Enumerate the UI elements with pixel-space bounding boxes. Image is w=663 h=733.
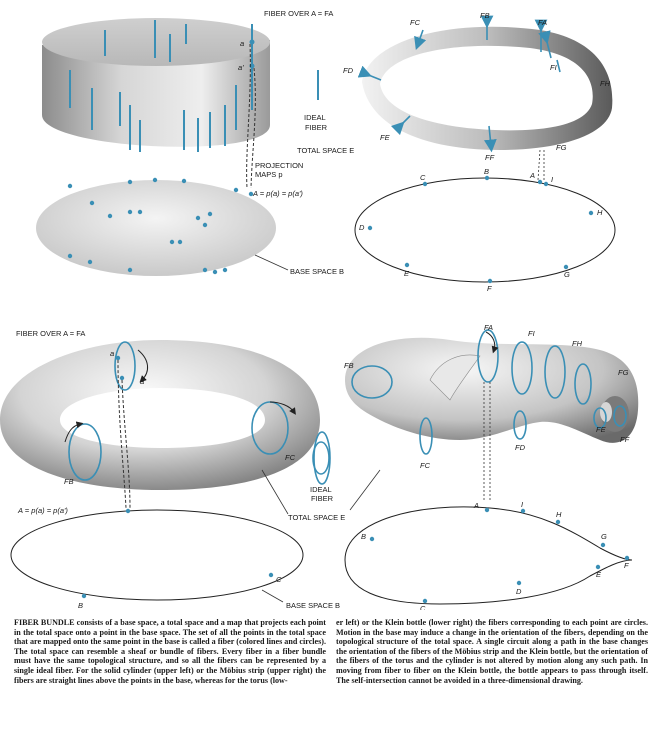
mobius-fiber-fc: FC xyxy=(410,18,421,27)
torus-surface xyxy=(0,340,320,490)
mobius-fiber-fb: FB xyxy=(480,11,490,20)
mobius-point-i: I xyxy=(551,175,553,184)
mobius-fiber-fg: FG xyxy=(556,143,567,152)
klein-fiber-fg: FG xyxy=(618,368,629,377)
klein-fiber-fe: FE xyxy=(596,425,607,434)
torus-fiber-fb: FB xyxy=(64,477,74,486)
klein-base-curve xyxy=(345,507,632,604)
mobius-band xyxy=(362,27,612,150)
mobius-point-h: H xyxy=(597,208,603,217)
torus-base-space-label: BASE SPACE B xyxy=(286,601,340,610)
klein-fiber-fh: FH xyxy=(572,339,583,348)
torus-base-c: C xyxy=(276,575,282,584)
base-space-ellipse xyxy=(36,180,276,276)
point-a-marker xyxy=(250,40,255,45)
mobius-point-b: B xyxy=(484,167,489,176)
torus-base-ellipse xyxy=(11,510,303,600)
klein-point-b: B xyxy=(361,532,366,541)
mobius-point-c: C xyxy=(420,173,426,182)
mobius-point-g: G xyxy=(564,270,570,279)
torus-base-b: B xyxy=(78,601,83,610)
klein-fiber-fb: FB xyxy=(344,361,354,370)
base-space-label: BASE SPACE B xyxy=(290,267,344,276)
total-space-leader-left xyxy=(262,470,288,514)
center-total-space: TOTAL SPACE E xyxy=(288,513,345,522)
mobius-point-e: E xyxy=(404,269,410,278)
ideal-fiber-label-2: FIBER xyxy=(305,123,328,132)
klein-base-points xyxy=(370,508,629,603)
fiber-over-label: FIBER OVER A = FA xyxy=(264,9,333,18)
projection-equation: A = p(a) = p(a') xyxy=(252,189,303,198)
mobius-fiber-ff: FF xyxy=(485,153,495,162)
mobius-point-d: D xyxy=(359,223,365,232)
torus-base-leader xyxy=(262,590,283,602)
mobius-fiber-fe: FE xyxy=(380,133,391,142)
mobius-fiber-fi: FI xyxy=(550,63,557,72)
klein-fiber-fd: FD xyxy=(515,443,526,452)
total-space-label: TOTAL SPACE E xyxy=(297,146,354,155)
mobius-point-f: F xyxy=(487,284,492,293)
ideal-fiber-label-1: IDEAL xyxy=(304,113,326,122)
cylinder-panel: FIBER OVER A = FA a a' IDEAL FIBER TOTAL… xyxy=(36,9,354,276)
mobius-panel: FC FB FA FD FI FH FE FF FG C B A I H D E… xyxy=(343,11,615,293)
klein-point-e: E xyxy=(596,570,602,579)
torus-fiber-fc: FC xyxy=(285,453,296,462)
mobius-fiber-fh: FH xyxy=(600,79,611,88)
total-space-leader-right xyxy=(350,470,380,510)
mobius-fiber-fa: FA xyxy=(538,18,547,27)
klein-fiber-fc: FC xyxy=(420,461,431,470)
caption-left-text: consists of a base space, a total space … xyxy=(14,618,326,685)
mobius-fiber-fd: FD xyxy=(343,66,354,75)
caption-heading: FIBER BUNDLE xyxy=(14,618,75,627)
center-ideal-fiber-1: IDEAL xyxy=(310,485,332,494)
torus-point-a: a xyxy=(110,349,114,358)
klein-point-d: D xyxy=(516,587,522,596)
klein-point-g: G xyxy=(601,532,607,541)
ideal-circular-fiber xyxy=(314,432,330,484)
klein-point-c: C xyxy=(420,604,426,610)
klein-fiber-fa: FA xyxy=(484,323,493,332)
center-ideal-fiber-2: FIBER xyxy=(311,494,334,503)
mobius-base-points xyxy=(368,176,593,283)
klein-point-i: I xyxy=(521,500,523,509)
point-a-label: a xyxy=(240,39,244,48)
torus-fiber-over-label: FIBER OVER A = FA xyxy=(16,329,85,338)
torus-point-a-prime: a' xyxy=(140,377,146,386)
mobius-base-ellipse xyxy=(355,178,615,282)
klein-point-h: H xyxy=(556,510,562,519)
klein-panel: FA FI FH FG FB FC FD FE FF A I H G B F E… xyxy=(344,323,638,610)
projection-label-1: PROJECTION xyxy=(255,161,303,170)
klein-point-f: F xyxy=(624,561,629,570)
caption-left-column: FIBER BUNDLE consists of a base space, a… xyxy=(14,618,326,685)
klein-point-a: A xyxy=(473,501,479,510)
klein-fiber-ff: FF xyxy=(620,435,630,444)
mobius-projections xyxy=(538,150,544,182)
fiber-bundle-figure: FIBER OVER A = FA a a' IDEAL FIBER TOTAL… xyxy=(0,0,663,610)
caption-right-text: er left) or the Klein bottle (lower righ… xyxy=(336,618,648,685)
mobius-point-a: A xyxy=(529,171,535,180)
torus-panel: FIBER OVER A = FA a a' FB FC A = p(a) = … xyxy=(0,329,340,610)
klein-fiber-fi: FI xyxy=(528,329,535,338)
projection-label-2: MAPS p xyxy=(255,170,283,179)
caption-right-column: er left) or the Klein bottle (lower righ… xyxy=(336,618,648,685)
torus-projection-eq: A = p(a) = p(a') xyxy=(17,506,68,515)
point-a-prime-label: a' xyxy=(238,63,244,72)
base-space-leader xyxy=(255,255,288,270)
